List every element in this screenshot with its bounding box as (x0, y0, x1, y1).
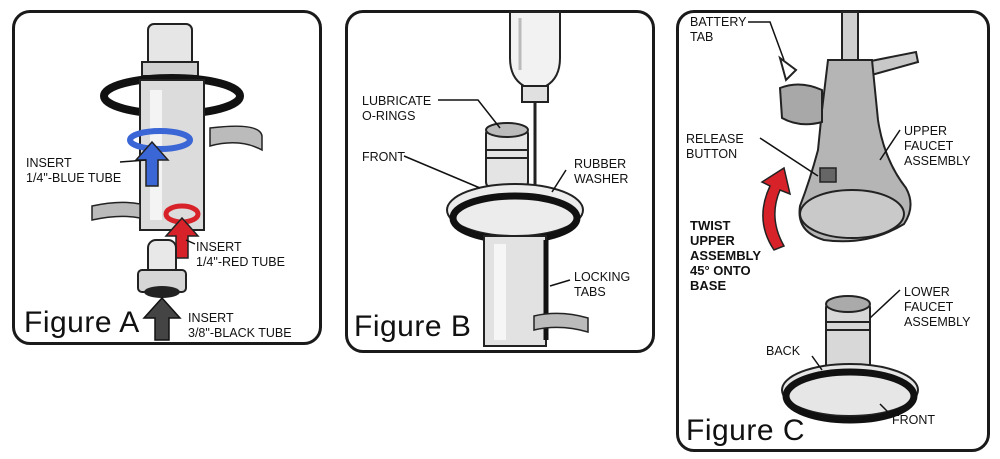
figure-b-title: Figure B (354, 310, 472, 343)
figure-a-title: Figure A (24, 306, 140, 339)
label-twist-instruction: TWIST UPPER ASSEMBLY 45° ONTO BASE (690, 218, 762, 293)
label-insert-black-tube: INSERT 3/8"-BLACK TUBE (188, 311, 292, 340)
label-insert-red-tube: INSERT 1/4"-RED TUBE (196, 240, 285, 269)
label-lubricate-o-rings: LUBRICATE O-RINGS (362, 94, 432, 123)
label-front-c: FRONT (892, 413, 936, 427)
label-back: BACK (766, 344, 801, 358)
label-locking-tabs: LOCKING TABS (574, 270, 631, 299)
label-insert-blue-tube: INSERT 1/4"-BLUE TUBE (26, 156, 122, 185)
label-battery-tab: BATTERY TAB (690, 15, 747, 44)
figure-c-title: Figure C (686, 414, 806, 447)
label-rubber-washer: RUBBER WASHER (574, 157, 629, 186)
label-front-b: FRONT (362, 150, 406, 164)
label-upper-faucet-assembly: UPPER FAUCET ASSEMBLY (904, 124, 971, 168)
label-release-button: RELEASE BUTTON (686, 132, 744, 161)
label-lower-faucet-assembly: LOWER FAUCET ASSEMBLY (904, 285, 971, 329)
